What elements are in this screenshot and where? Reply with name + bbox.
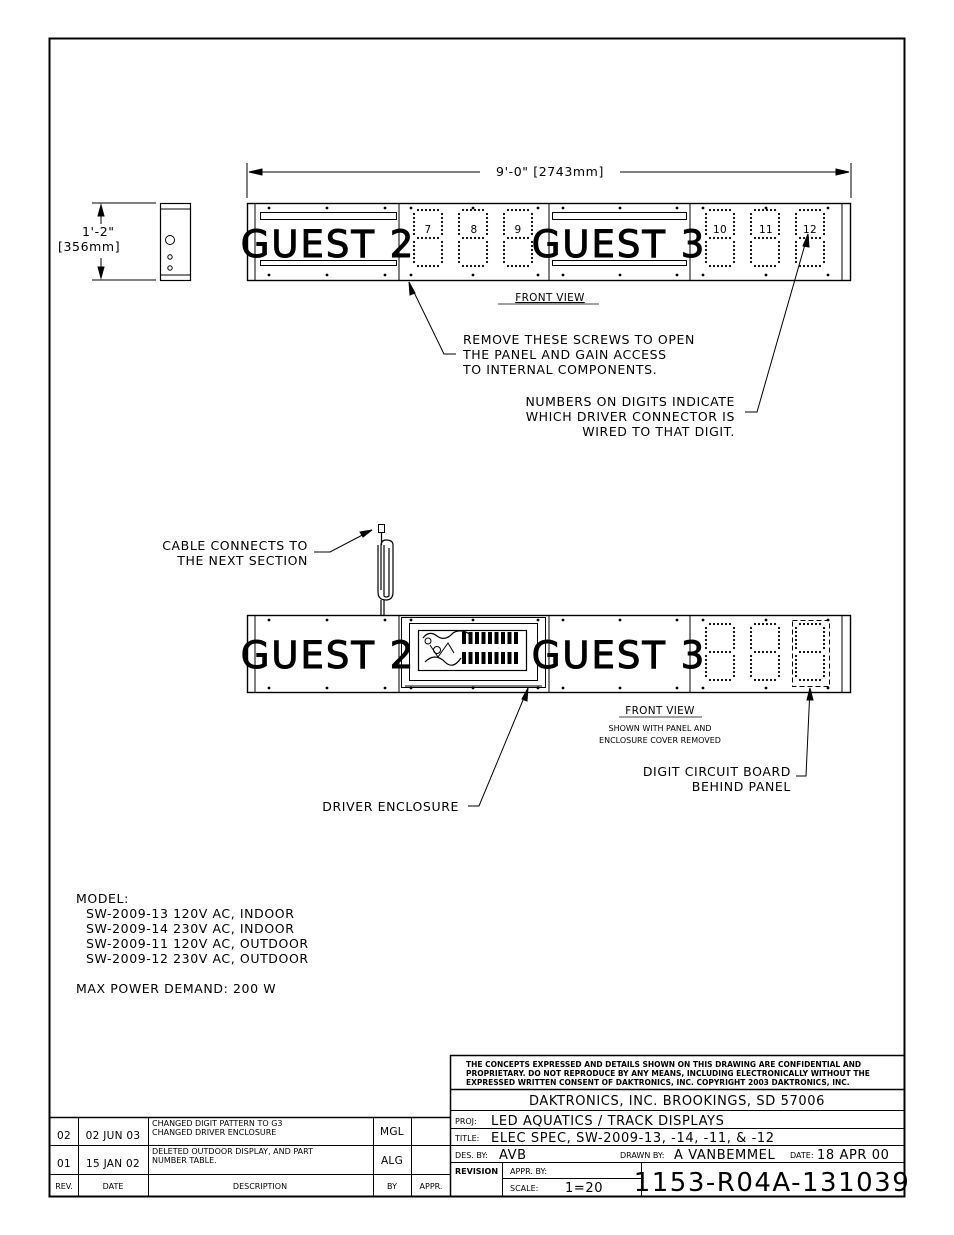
notice-line-3: EXPRESSED WRITTEN CONSENT OF DAKTRONICS,… bbox=[466, 1078, 850, 1087]
rev-header-date: DATE bbox=[103, 1182, 124, 1191]
note-board-line-2: BEHIND PANEL bbox=[692, 779, 791, 794]
digit-number-12: 12 bbox=[803, 224, 817, 236]
proj-label: PROJ: bbox=[455, 1117, 477, 1126]
note-cable-line-2: THE NEXT SECTION bbox=[176, 553, 308, 568]
model-line-1: SW-2009-13 120V AC, INDOOR bbox=[86, 906, 295, 921]
scale-label: SCALE: bbox=[510, 1184, 538, 1193]
title-value: ELEC SPEC, SW-2009-13, -14, -11, & -12 bbox=[491, 1131, 775, 1146]
model-line-4: SW-2009-12 230V AC, OUTDOOR bbox=[86, 951, 309, 966]
note-board-line-1: DIGIT CIRCUIT BOARD bbox=[643, 764, 791, 779]
des-value: AVB bbox=[499, 1148, 527, 1163]
rev-row-1-rev: 02 bbox=[57, 1130, 71, 1142]
rev-header-by: BY bbox=[387, 1182, 397, 1191]
revision-table bbox=[50, 1055, 452, 1196]
driver-enclosure bbox=[401, 617, 546, 688]
rev-row-2-date: 15 JAN 02 bbox=[86, 1158, 140, 1170]
date-value: 18 APR 00 bbox=[817, 1148, 890, 1163]
height-dimension-mm: [356mm] bbox=[58, 239, 120, 254]
height-dimension-ft: 1'-2" bbox=[82, 224, 115, 239]
title-block bbox=[450, 1054, 904, 1196]
des-label: DES. BY: bbox=[455, 1151, 488, 1160]
appr-label: APPR. BY: bbox=[510, 1167, 547, 1176]
rev-row-2-rev: 01 bbox=[57, 1158, 71, 1170]
rev-row-1-date: 02 JUN 03 bbox=[86, 1130, 141, 1142]
scale-value: 1=20 bbox=[565, 1181, 603, 1196]
digit-number-10: 10 bbox=[713, 224, 727, 236]
rev-header-desc: DESCRIPTION bbox=[233, 1182, 287, 1191]
side-view bbox=[159, 202, 192, 282]
display-front-view-1: GUEST 2 GUEST 3 bbox=[240, 202, 852, 282]
rev-header-appr: APPR. bbox=[420, 1182, 443, 1191]
driver-connectors bbox=[462, 632, 518, 664]
digit-upper-0 bbox=[412, 208, 444, 268]
digit-number-9: 9 bbox=[515, 224, 522, 236]
display-front-view-2: GUEST 2 GUEST 3 bbox=[240, 614, 852, 694]
panel-text-guest-3-lower: GUEST 3 bbox=[532, 634, 707, 677]
model-line-2: SW-2009-14 230V AC, INDOOR bbox=[86, 921, 295, 936]
drawing-border bbox=[48, 37, 906, 1198]
panel-text-guest-2-lower: GUEST 2 bbox=[241, 634, 416, 677]
digit-upper-5 bbox=[794, 208, 826, 268]
title-label: TITLE: bbox=[454, 1134, 479, 1143]
digit-upper-2 bbox=[502, 208, 534, 268]
digit-group-front-view-1 bbox=[412, 208, 826, 268]
rev-row-2-desc-1: DELETED OUTDOOR DISPLAY, AND PART bbox=[152, 1147, 313, 1156]
company-line: DAKTRONICS, INC. BROOKINGS, SD 57006 bbox=[529, 1094, 825, 1109]
panel-text-guest-2: GUEST 2 bbox=[241, 223, 416, 266]
digit-number-8: 8 bbox=[471, 224, 478, 236]
digit-circuit-board bbox=[792, 620, 830, 687]
note-cable-line-1: CABLE CONNECTS TO bbox=[162, 538, 308, 553]
front-view-label-2: FRONT VIEW bbox=[625, 705, 695, 717]
digit-upper-4 bbox=[749, 208, 781, 268]
note-screws-line-3: TO INTERNAL COMPONENTS. bbox=[462, 362, 657, 377]
date-label: DATE: bbox=[790, 1151, 814, 1160]
drawn-label: DRAWN BY: bbox=[620, 1151, 664, 1160]
shown-with-line-2: ENCLOSURE COVER REMOVED bbox=[599, 736, 721, 745]
rev-row-2-by: ALG bbox=[381, 1155, 403, 1167]
rev-row-1-desc-2: CHANGED DRIVER ENCLOSURE bbox=[152, 1128, 276, 1137]
shown-with-line-1: SHOWN WITH PANEL AND bbox=[609, 724, 712, 733]
digit-number-7: 7 bbox=[425, 224, 432, 236]
notice-line-2: PROPRIETARY. DO NOT REPRODUCE BY ANY MEA… bbox=[466, 1069, 870, 1078]
rev-row-1-desc-1: CHANGED DIGIT PATTERN TO G3 bbox=[152, 1119, 282, 1128]
max-power: MAX POWER DEMAND: 200 W bbox=[76, 981, 276, 996]
leader-lines-1 bbox=[408, 233, 810, 413]
rev-row-2-desc-2: NUMBER TABLE. bbox=[152, 1156, 217, 1165]
note-screws-line-1: REMOVE THESE SCREWS TO OPEN bbox=[463, 332, 695, 347]
revision-label: REVISION bbox=[455, 1167, 498, 1176]
note-digits-line-3: WIRED TO THAT DIGIT. bbox=[582, 424, 735, 439]
leader-lines-2 bbox=[314, 529, 814, 807]
cable bbox=[377, 524, 394, 615]
note-screws-line-2: THE PANEL AND GAIN ACCESS bbox=[462, 347, 667, 362]
width-dimension bbox=[246, 163, 852, 198]
digit-lower-2 bbox=[794, 622, 826, 682]
model-line-3: SW-2009-11 120V AC, OUTDOOR bbox=[86, 936, 309, 951]
panel-text-guest-3: GUEST 3 bbox=[532, 223, 707, 266]
screw-markers-1 bbox=[267, 206, 830, 277]
rev-header-rev: REV. bbox=[55, 1182, 73, 1191]
drawing-number: 1153-R04A-131039 bbox=[634, 1168, 911, 1198]
drawn-value: A VANBEMMEL bbox=[674, 1148, 775, 1163]
note-driver-enclosure: DRIVER ENCLOSURE bbox=[322, 799, 459, 814]
width-dimension-label: 9'-0" [2743mm] bbox=[496, 164, 604, 179]
digit-number-11: 11 bbox=[759, 224, 773, 236]
height-dimension bbox=[92, 202, 156, 281]
note-digits-line-1: NUMBERS ON DIGITS INDICATE bbox=[525, 394, 735, 409]
digit-lower-0 bbox=[704, 622, 736, 682]
notice-line-1: THE CONCEPTS EXPRESSED AND DETAILS SHOWN… bbox=[466, 1060, 861, 1069]
model-heading: MODEL: bbox=[76, 891, 129, 906]
digit-lower-1 bbox=[749, 622, 781, 682]
front-view-label-1: FRONT VIEW bbox=[515, 292, 585, 304]
digit-upper-1 bbox=[457, 208, 489, 268]
rev-row-1-by: MGL bbox=[380, 1126, 404, 1138]
proj-value: LED AQUATICS / TRACK DISPLAYS bbox=[491, 1114, 724, 1129]
digit-upper-3 bbox=[704, 208, 736, 268]
digit-group-front-view-2 bbox=[704, 622, 826, 682]
note-digits-line-2: WHICH DRIVER CONNECTOR IS bbox=[526, 409, 735, 424]
